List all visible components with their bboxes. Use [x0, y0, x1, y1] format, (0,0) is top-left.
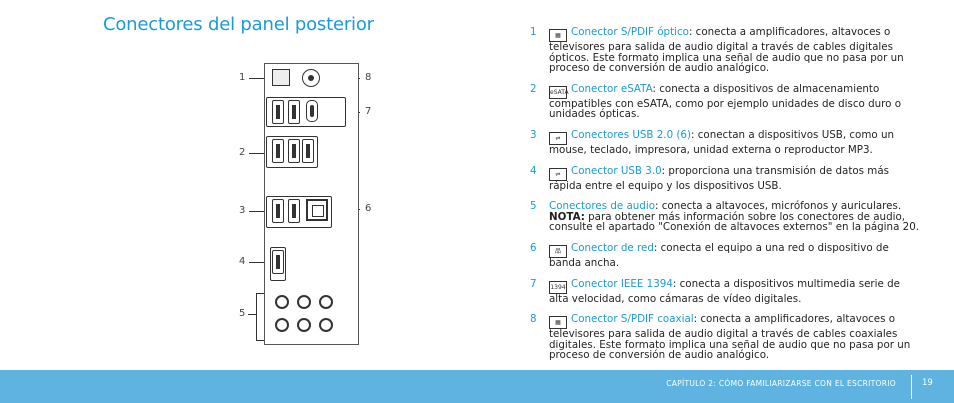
item-description: : proporciona una transmisión de datos m…	[549, 164, 890, 192]
esata-usb-group-frame	[266, 136, 318, 168]
leader-line	[249, 78, 271, 79]
item-name: Conectores de audio	[549, 200, 656, 213]
item-description: : conecta a altavoces, micrófonos y auri…	[655, 200, 902, 213]
leader-line	[249, 211, 269, 212]
callout-5: 5	[239, 308, 246, 319]
callout-8: 8	[365, 72, 372, 83]
callout-4: 4	[239, 256, 246, 267]
audio-bracket	[256, 293, 265, 341]
network-port	[306, 199, 328, 221]
item-name: Conector eSATA	[571, 82, 653, 95]
item-number: 4	[530, 164, 537, 177]
ieee1394-port	[306, 100, 318, 122]
page-title: Conectores del panel posterior	[103, 14, 374, 35]
item-description: : conectan a dispositivos USB, como un m…	[549, 128, 894, 156]
item-number: 1	[530, 26, 537, 38]
callout-6: 6	[365, 203, 372, 214]
item-description: : conecta el equipo a una red o disposit…	[549, 241, 889, 269]
callout-3: 3	[239, 205, 246, 216]
item-description: : conecta a dispositivos de almacenamien…	[549, 82, 902, 121]
usb-port	[288, 139, 300, 163]
item-description: : conecta a amplificadores, altavoces o …	[549, 313, 911, 362]
item-name: Conectores USB 2.0 (6)	[571, 128, 691, 141]
callout-2: 2	[239, 147, 246, 158]
leader-line	[249, 262, 273, 263]
item-name: Conector S/PDIF coaxial	[571, 313, 694, 326]
note-text: para obtener más información sobre los c…	[549, 210, 920, 234]
connector-list: 1 ▦Conector S/PDIF óptico: conecta a amp…	[530, 27, 920, 371]
footer-divider	[911, 375, 912, 399]
usb-1394-group-frame	[266, 97, 346, 127]
spdif-coaxial-port	[302, 69, 320, 87]
list-item-3: 3 ⇌Conectores USB 2.0 (6): conectan a di…	[530, 130, 920, 156]
audio-jack	[275, 295, 289, 309]
audio-jack	[275, 318, 289, 332]
usb-network-group-frame	[266, 196, 332, 228]
audio-jack	[319, 295, 333, 309]
leader-line	[249, 153, 269, 154]
list-item-5: 5 Conectores de audio: conecta a altavoc…	[530, 201, 920, 233]
leader-line	[248, 314, 256, 315]
item-description: : conecta a amplificadores, altavoces o …	[549, 26, 904, 75]
item-number: 2	[530, 82, 537, 95]
item-name: Conector IEEE 1394	[571, 277, 673, 290]
note-label: NOTA:	[549, 210, 585, 223]
usb-port	[272, 199, 284, 223]
item-number: 3	[530, 128, 537, 141]
chapter-title: CAPÍTULO 2: CÓMO FAMILIARIZARSE CON EL E…	[666, 379, 896, 388]
spdif-optical-port	[272, 69, 290, 86]
usb-port	[288, 100, 300, 124]
usb3-port	[272, 250, 284, 274]
audio-jack	[297, 295, 311, 309]
page-number: 19	[922, 378, 933, 388]
list-item-8: 8 ▦Conector S/PDIF coaxial: conecta a am…	[530, 314, 920, 361]
item-number: 8	[530, 313, 537, 326]
list-item-1: 1 ▦Conector S/PDIF óptico: conecta a amp…	[530, 27, 920, 74]
item-number: 6	[530, 241, 537, 254]
usb3-frame	[270, 247, 286, 281]
usb-port	[288, 199, 300, 223]
usb-port	[272, 100, 284, 124]
item-number: 7	[530, 277, 537, 290]
callout-1: 1	[239, 72, 246, 83]
audio-jack	[297, 318, 311, 332]
footer-bar: CAPÍTULO 2: CÓMO FAMILIARIZARSE CON EL E…	[0, 370, 954, 403]
item-number: 5	[530, 200, 537, 213]
usb-port	[302, 139, 314, 163]
item-name: Conector S/PDIF óptico	[571, 26, 689, 38]
item-description: : conecta a dispositivos multimedia seri…	[549, 277, 901, 305]
item-name: Conector USB 3.0	[571, 164, 662, 177]
esata-port	[272, 139, 284, 163]
callout-7: 7	[365, 106, 372, 117]
list-item-4: 4 ⇌Conector USB 3.0: proporciona una tra…	[530, 164, 920, 192]
audio-jack	[319, 318, 333, 332]
item-name: Conector de red	[571, 241, 654, 254]
